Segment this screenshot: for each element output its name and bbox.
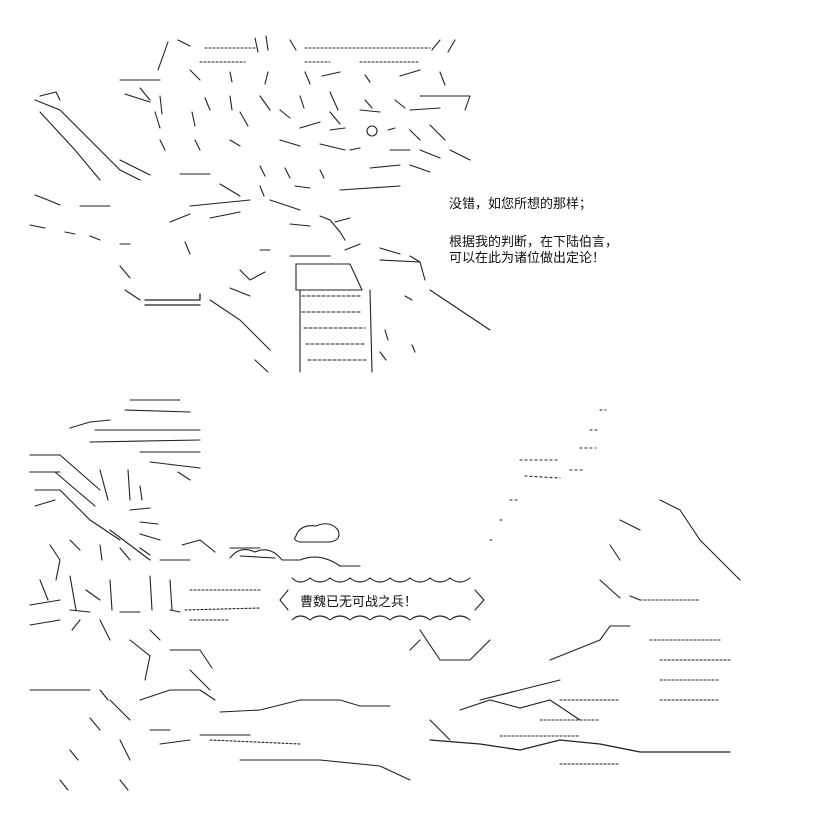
- caption-line-3: 可以在此为诸位做出定论！: [449, 251, 606, 266]
- caption-line-2: 根据我的判断，在下陆伯言，: [449, 235, 619, 250]
- caption-line-1: 没错，如您所想的那样；: [449, 197, 593, 212]
- shout-bubble-text: 曹魏已无可战之兵！: [300, 595, 418, 610]
- bottom-panel-scene-art: [29, 399, 741, 791]
- top-panel-character-art: [29, 35, 491, 373]
